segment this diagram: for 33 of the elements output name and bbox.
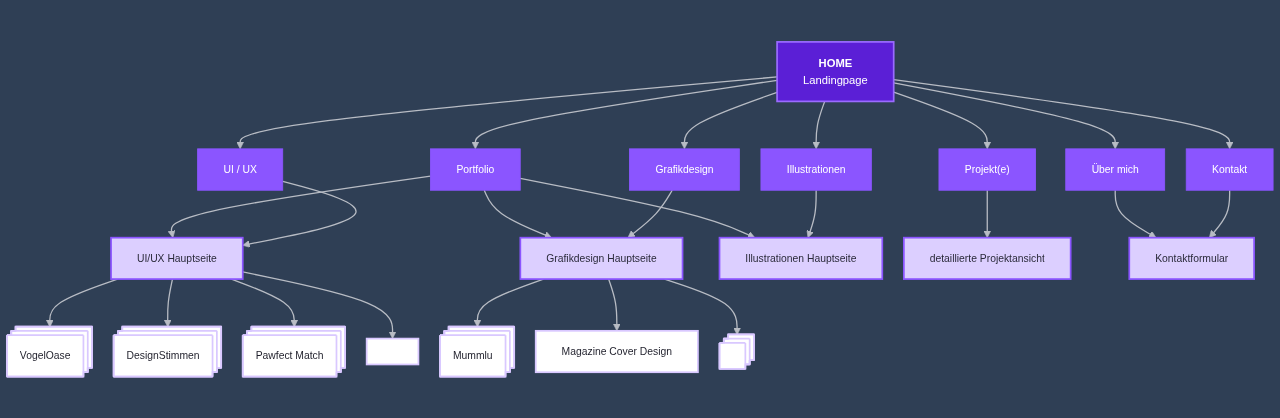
node-box: Kontaktformular [1128, 236, 1255, 280]
arrow [893, 91, 992, 149]
arrow [242, 180, 357, 248]
arrow [471, 79, 778, 149]
node-box [365, 337, 420, 366]
node-box: HOME Landingpage [776, 40, 895, 103]
node-box: Kontakt [1185, 148, 1274, 191]
arrow [483, 189, 552, 239]
node-box: Portfolio [430, 148, 521, 191]
arrow [680, 91, 778, 149]
node-box: Illustrationen [760, 148, 872, 191]
arrow [607, 278, 621, 331]
node-box: Über mich [1065, 148, 1166, 191]
arrow [893, 81, 1119, 149]
arrow [983, 189, 992, 238]
node-box: UI / UX [197, 148, 284, 191]
arrow [519, 177, 756, 239]
node-box: UI/UX Hauptseite [110, 236, 244, 280]
node-box: Grafikdesign [629, 148, 740, 191]
arrow [627, 189, 673, 238]
arrow [236, 76, 778, 149]
arrow [167, 175, 432, 238]
arrow [1209, 189, 1231, 238]
arrow [242, 271, 397, 339]
node-box: Illustrationen Hauptseite [718, 236, 884, 280]
arrow [1114, 189, 1157, 238]
node-box: Projekt(e) [938, 148, 1036, 191]
node-box: Magazine Cover Design [534, 329, 699, 373]
arrow [812, 100, 826, 149]
node-box: detaillierte Projektansicht [903, 236, 1072, 280]
arrow [806, 189, 817, 238]
arrow [893, 78, 1234, 149]
node-box: Grafikdesign Hauptseite [519, 236, 684, 280]
